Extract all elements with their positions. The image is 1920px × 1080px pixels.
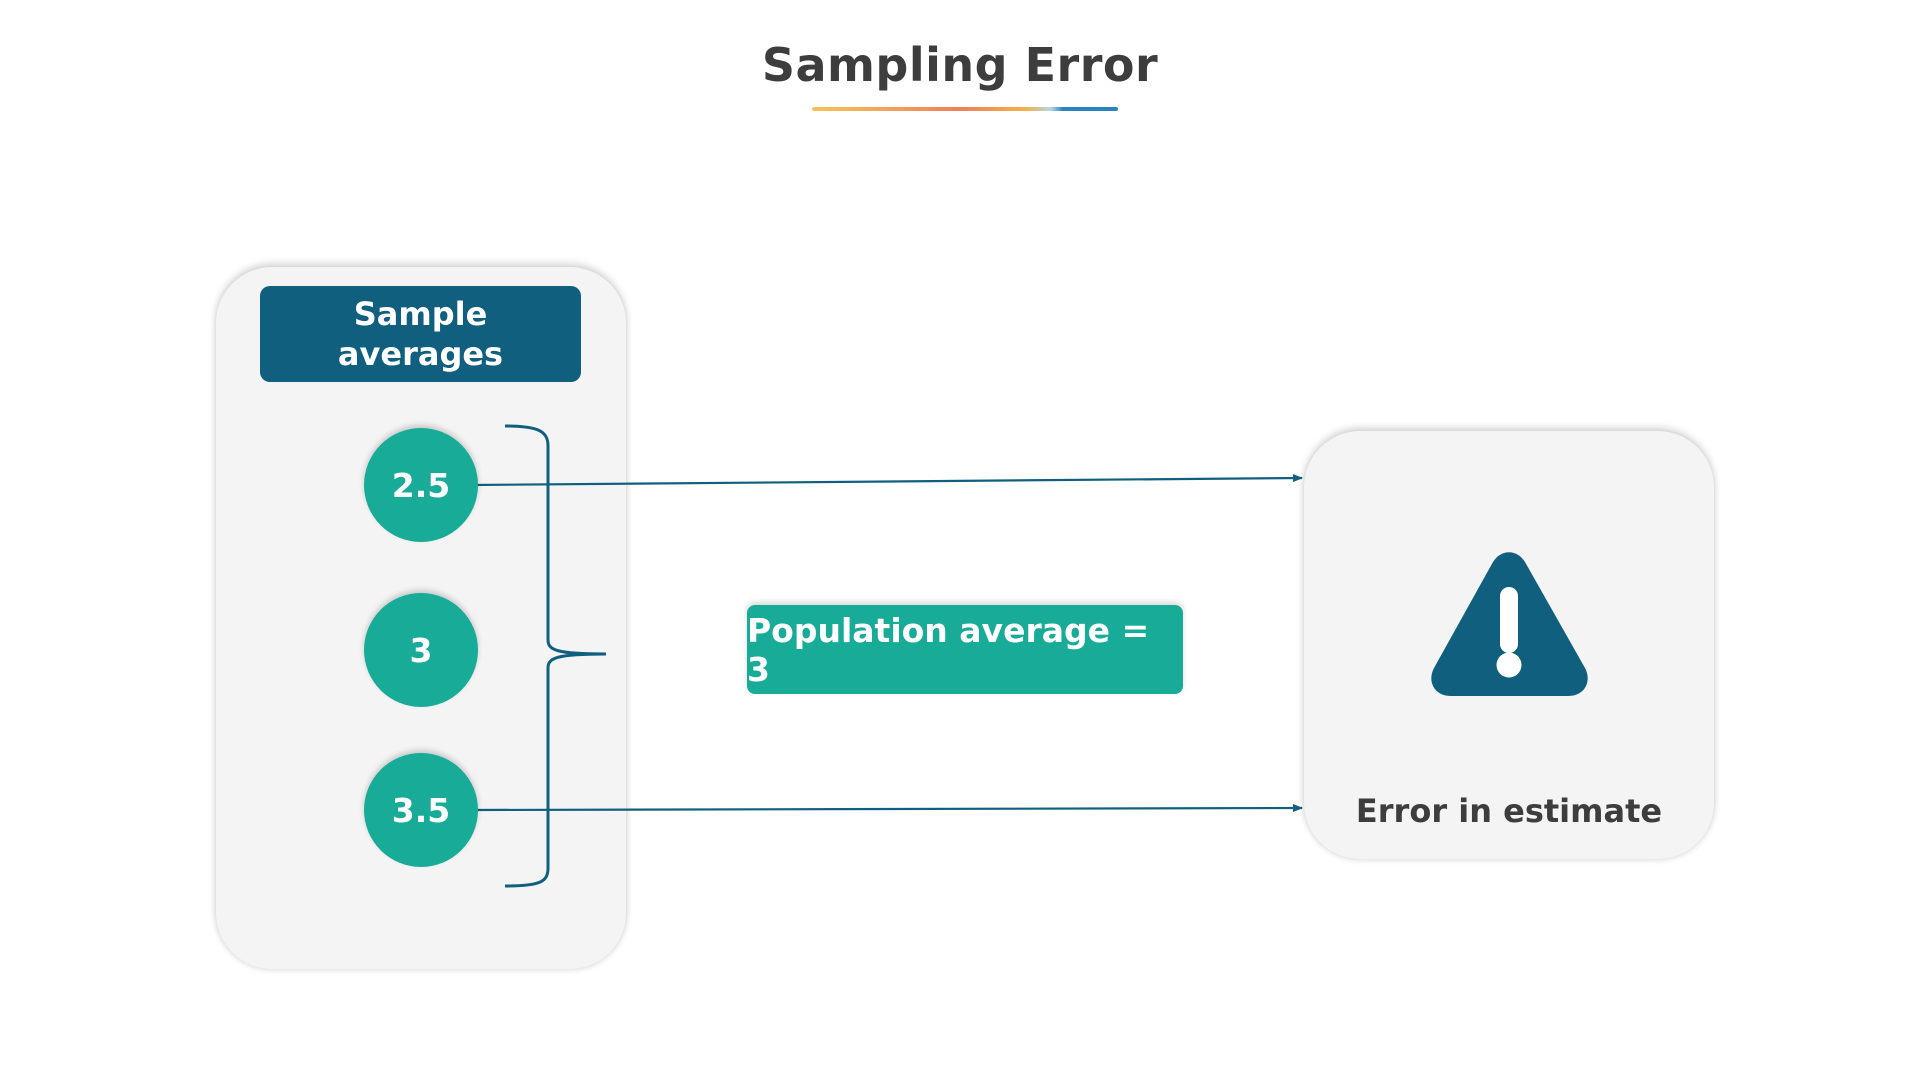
sample-averages-header: Sample averages [260,286,581,382]
grouping-brace [504,424,607,888]
warning-triangle-icon [1431,552,1588,696]
title-underline [812,107,1118,111]
page-title: Sampling Error [761,38,1159,92]
sample-average-circle-3: 3.5 [364,753,478,867]
sample-average-circle-2: 3 [364,593,478,707]
arrow-bottom [471,804,1303,813]
sample-average-circle-1: 2.5 [364,428,478,542]
population-average-box: Population average = 3 [747,605,1183,694]
error-in-estimate-label: Error in estimate [1355,792,1663,830]
arrow-top [471,474,1303,487]
